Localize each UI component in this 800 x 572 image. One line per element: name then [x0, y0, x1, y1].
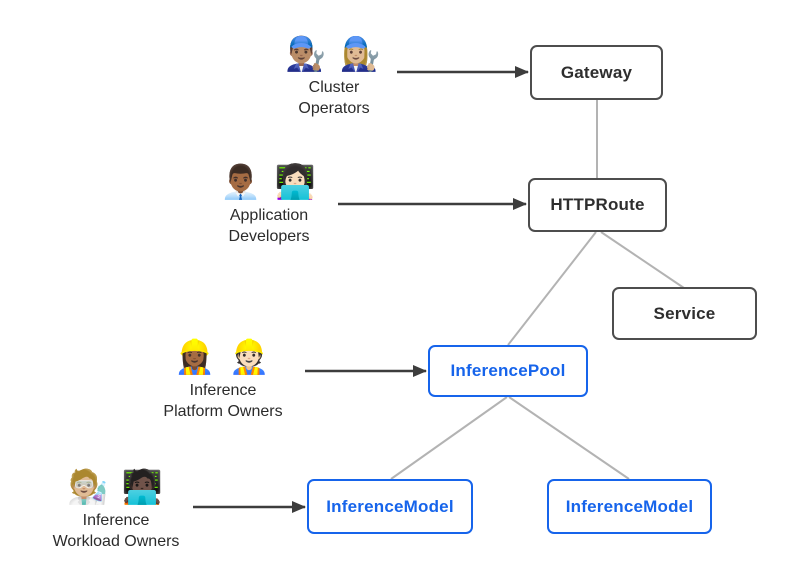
actor-inference-workload-owners-label: Inference Workload Owners [52, 512, 180, 550]
node-inferencemodel-2-label: InferenceModel [565, 496, 694, 516]
node-httproute: HTTPRoute [528, 178, 667, 232]
edge-inferencepool-inferencemodel-2 [508, 396, 630, 480]
actor-cluster-operators: 👨🏽‍🔧 👩🏼‍🔧 Cluster Operators [224, 30, 444, 119]
platform-owners-construction-emoji-icon: 👷🏾‍♀️ 👷🏻 [174, 338, 272, 375]
actor-application-developers-label: Application Developers [228, 207, 310, 245]
actor-inference-platform-owners: 👷🏾‍♀️ 👷🏻 Inference Platform Owners [113, 333, 333, 422]
cluster-operators-mechanics-emoji-icon: 👨🏽‍🔧 👩🏼‍🔧 [285, 35, 383, 72]
node-service-label: Service [653, 303, 716, 323]
actor-cluster-operators-label: Cluster Operators [298, 79, 370, 117]
application-developers-emoji-icon: 👨🏾‍💼 👩🏻‍💻 [220, 163, 318, 200]
actor-application-developers: 👨🏾‍💼 👩🏻‍💻 Application Developers [159, 158, 379, 247]
node-httproute-label: HTTPRoute [550, 195, 645, 214]
edge-httproute-service [600, 231, 685, 289]
actor-inference-platform-owners-label: Inference Platform Owners [163, 382, 283, 420]
node-inferencepool-label: InferencePool [450, 361, 566, 380]
edge-httproute-inferencepool [507, 231, 597, 346]
node-inferencemodel-2: InferenceModel [547, 479, 712, 534]
node-inferencemodel-1-label: InferenceModel [326, 496, 454, 516]
edge-inferencepool-inferencemodel-1 [390, 396, 508, 480]
node-service: Service [612, 287, 757, 340]
workload-owners-emoji-icon: 🧑🏼‍🔬 🧑🏿‍💻 [67, 468, 165, 505]
node-inferencemodel-1: InferenceModel [307, 479, 473, 534]
node-inferencepool: InferencePool [428, 345, 588, 397]
node-gateway: Gateway [530, 45, 663, 100]
node-gateway-label: Gateway [560, 62, 633, 82]
actor-inference-workload-owners: 🧑🏼‍🔬 🧑🏿‍💻 Inference Workload Owners [6, 463, 226, 552]
